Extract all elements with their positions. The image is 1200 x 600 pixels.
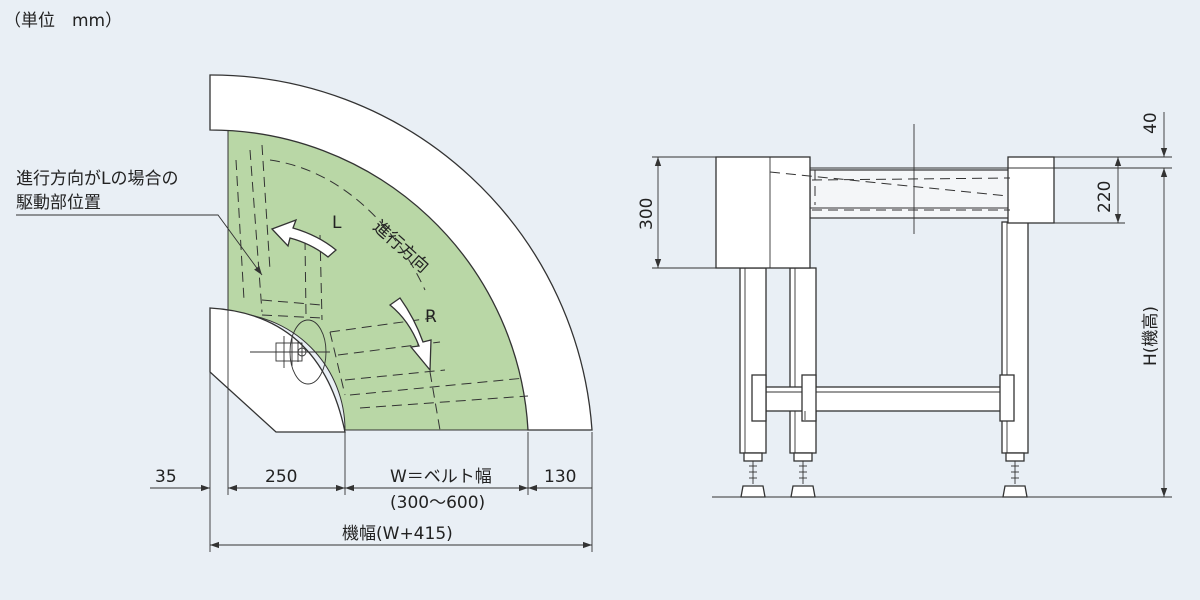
drive-unit-dashed bbox=[235, 144, 529, 431]
label-R: R bbox=[425, 307, 437, 327]
callout-leader bbox=[16, 214, 263, 276]
cross-brace bbox=[751, 374, 1015, 422]
dim-130: 130 bbox=[544, 467, 576, 487]
arrow-R-icon bbox=[388, 297, 432, 372]
dim-300: 300 bbox=[637, 198, 657, 230]
motor-detail bbox=[250, 319, 330, 385]
callout-line1: 進行方向がLの場合の bbox=[16, 169, 178, 189]
plan-view: L R 進行方向 進行方向がLの場合の 駆動部位置 35 250 W＝ベルト幅 … bbox=[16, 74, 593, 552]
dim-machine-width: 機幅(W+415) bbox=[342, 524, 453, 544]
dim-height: H(機高) bbox=[1141, 306, 1161, 366]
side-dim-lines bbox=[652, 112, 1172, 498]
arrow-L-icon bbox=[270, 218, 338, 258]
inner-drive-housing bbox=[209, 307, 346, 433]
label-L: L bbox=[332, 213, 342, 233]
dim-35: 35 bbox=[155, 467, 177, 487]
dim-belt-range: (300〜600) bbox=[390, 493, 485, 513]
outer-frame bbox=[209, 74, 593, 431]
dim-220: 220 bbox=[1095, 181, 1115, 213]
plan-dim-extensions bbox=[209, 300, 593, 552]
callout-line2: 駆動部位置 bbox=[16, 193, 101, 213]
unit-note: （単位 mm） bbox=[4, 11, 122, 31]
plan-dim-lines bbox=[150, 484, 592, 549]
side-view: 300 40 220 H(機高) bbox=[637, 112, 1172, 498]
dim-belt-width: W＝ベルト幅 bbox=[390, 467, 492, 487]
dim-250: 250 bbox=[265, 467, 297, 487]
dim-40: 40 bbox=[1141, 112, 1161, 134]
conveyor-body bbox=[715, 124, 1055, 269]
adjuster-feet bbox=[740, 452, 1028, 498]
